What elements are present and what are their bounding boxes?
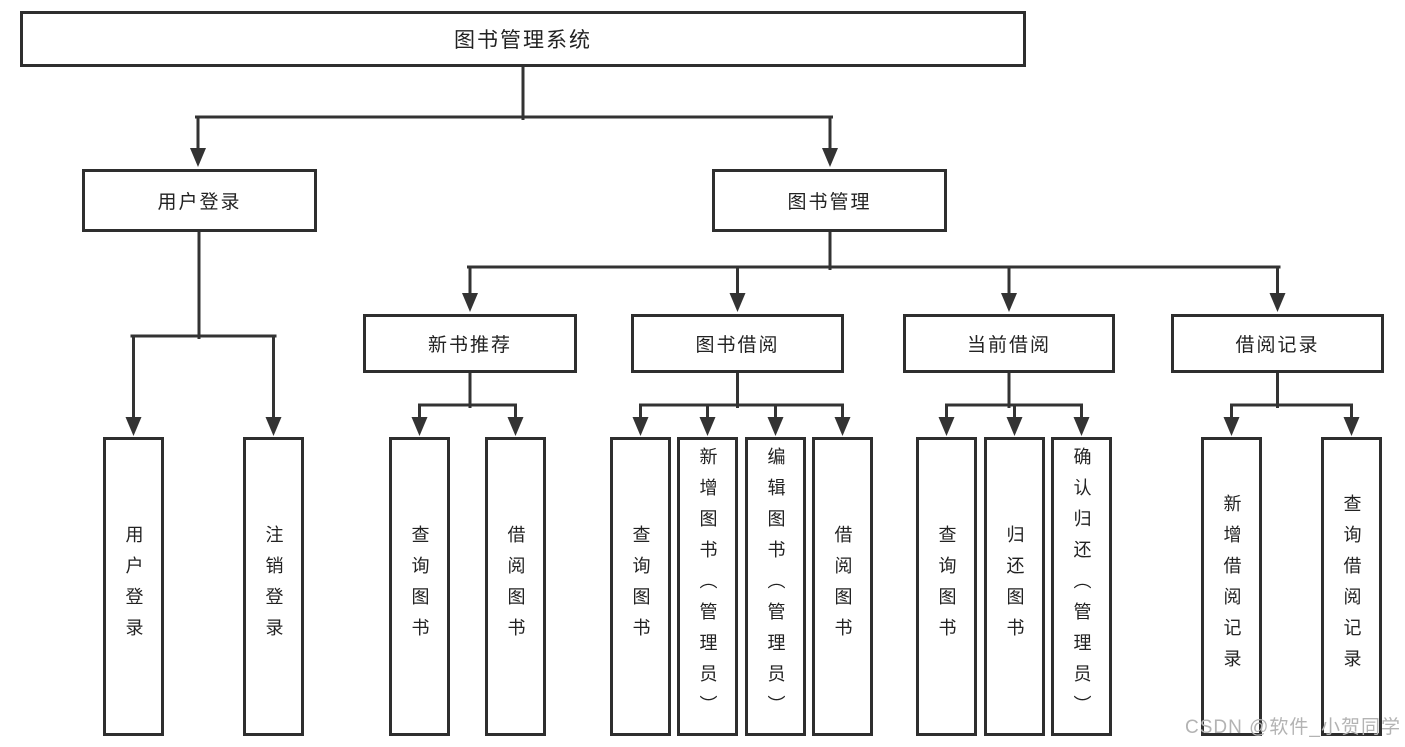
- leaf-user-login: 用户登录: [103, 437, 164, 736]
- node-book-borrowing: 图书借阅: [631, 314, 844, 373]
- leaf-borrow-books: 借阅图书: [812, 437, 873, 736]
- node-label: 查询图书: [936, 524, 957, 649]
- leaf-query-books-recommend: 查询图书: [389, 437, 450, 736]
- leaf-borrow-books-recommend: 借阅图书: [485, 437, 546, 736]
- connector-root-to-children: [190, 64, 838, 167]
- leaf-edit-book-admin: 编辑图书（管理员）: [745, 437, 806, 736]
- leaf-return-books: 归还图书: [984, 437, 1045, 736]
- node-label: 当前借阅: [966, 335, 1051, 356]
- leaf-query-borrow-record: 查询借阅记录: [1321, 437, 1382, 736]
- node-current-borrowing: 当前借阅: [903, 314, 1115, 373]
- connector-current-borrow-to-children: [938, 370, 1090, 436]
- node-label: 用户登录: [123, 524, 144, 649]
- connector-new-book-rec-to-children: [411, 370, 524, 436]
- node-label: 查询图书: [630, 524, 651, 649]
- node-label: 编辑图书（管理员）: [765, 447, 786, 726]
- node-label: 图书管理: [787, 192, 872, 213]
- leaf-add-borrow-record: 新增借阅记录: [1201, 437, 1262, 736]
- connector-book-borrow-to-children: [632, 370, 851, 436]
- connector-borrow-records-to-children: [1223, 370, 1360, 436]
- node-label: 图书管理系统: [454, 29, 592, 52]
- node-label: 新增借阅记录: [1221, 493, 1242, 680]
- node-borrowing-records: 借阅记录: [1171, 314, 1384, 373]
- node-label: 确认归还（管理员）: [1071, 447, 1092, 726]
- node-user-login: 用户登录: [82, 169, 317, 232]
- leaf-confirm-return-admin: 确认归还（管理员）: [1051, 437, 1112, 736]
- leaf-add-book-admin: 新增图书（管理员）: [677, 437, 738, 736]
- node-label: 借阅图书: [832, 524, 853, 649]
- node-label: 查询借阅记录: [1341, 493, 1362, 680]
- leaf-query-books-current: 查询图书: [916, 437, 977, 736]
- connector-user-login-to-children: [125, 229, 282, 436]
- node-label: 注销登录: [263, 524, 284, 649]
- node-new-book-recommend: 新书推荐: [363, 314, 577, 373]
- node-label: 借阅记录: [1235, 335, 1320, 356]
- node-label: 用户登录: [157, 192, 242, 213]
- node-label: 新增图书（管理员）: [697, 447, 718, 726]
- node-label: 借阅图书: [505, 524, 526, 649]
- node-label: 归还图书: [1004, 524, 1025, 649]
- node-label: 图书借阅: [695, 335, 780, 356]
- node-label: 新书推荐: [427, 335, 512, 356]
- node-book-management: 图书管理: [712, 169, 947, 232]
- leaf-logout: 注销登录: [243, 437, 304, 736]
- connector-book-mgmt-to-children: [462, 229, 1286, 312]
- node-label: 查询图书: [409, 524, 430, 649]
- leaf-query-books-borrowing: 查询图书: [610, 437, 671, 736]
- node-root-system: 图书管理系统: [20, 11, 1026, 67]
